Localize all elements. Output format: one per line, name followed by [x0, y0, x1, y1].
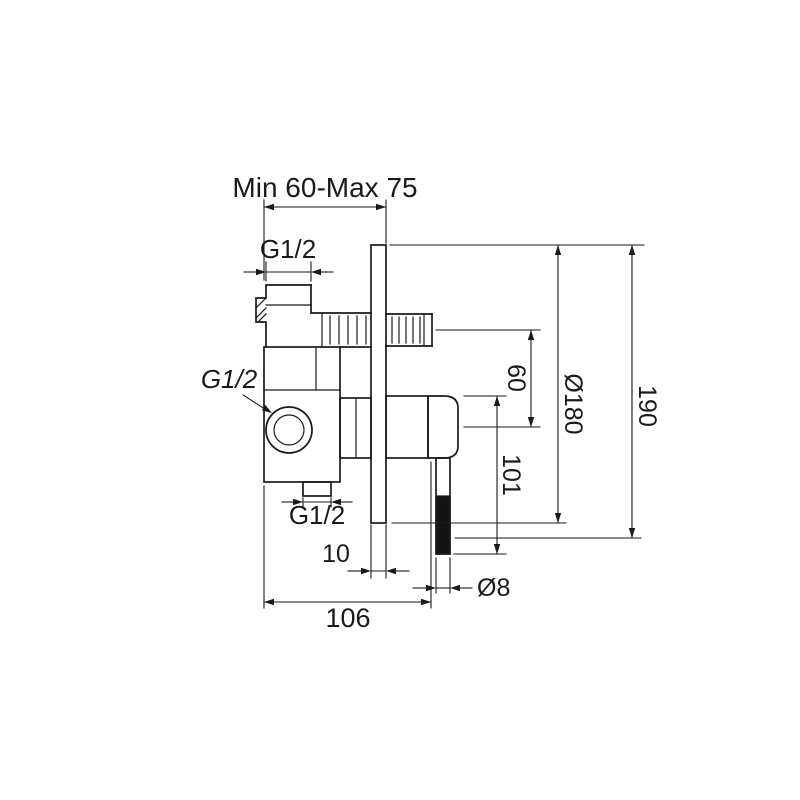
dim-plate-thickness: 10 — [322, 524, 410, 579]
dim-outlet-offset-label: 60 — [502, 364, 530, 392]
dim-outlet-offset: 60 — [435, 329, 541, 428]
fitting-left-profile — [255, 284, 312, 348]
dim-overall-depth-label: 106 — [325, 603, 370, 633]
arrow-icon — [311, 268, 321, 276]
escutcheon — [385, 395, 429, 459]
arrow-icon — [264, 598, 274, 606]
dim-rod-diameter-label: Ø8 — [477, 574, 510, 602]
wall-bracket-hatch — [255, 297, 267, 323]
handle — [385, 395, 459, 459]
thread-bottom-label: G1/2 — [289, 500, 345, 530]
dim-plate-diameter: Ø180 — [389, 244, 645, 524]
diverter-rod — [435, 457, 451, 555]
arrow-icon — [554, 513, 562, 523]
dim-thread-top: G1/2 — [243, 234, 334, 282]
arrow-icon — [554, 245, 562, 255]
dim-overall-height: 190 — [454, 244, 661, 539]
top-outlet-nipple — [385, 313, 433, 347]
arrow-icon — [386, 567, 396, 575]
dim-plate-thickness-label: 10 — [322, 540, 350, 568]
arrow-icon — [376, 203, 386, 211]
side-inlet-outer — [265, 406, 313, 454]
arrow-icon — [256, 268, 266, 276]
top-inlet-fitting — [255, 284, 372, 348]
arrow-icon — [493, 396, 501, 406]
valve-body — [263, 346, 372, 497]
arrow-icon — [421, 598, 431, 606]
dim-thread-bottom: G1/2 — [281, 497, 353, 530]
dim-plate-diameter-label: Ø180 — [559, 373, 587, 434]
rod-black-section — [435, 495, 451, 555]
thread-lines-outlet — [391, 313, 425, 347]
dim-thread-side: G1/2 — [201, 364, 272, 413]
dim-body-height: 101 — [453, 395, 525, 555]
thread-top-label: G1/2 — [260, 234, 316, 264]
thread-lines-inlet — [329, 315, 367, 345]
arrow-icon — [527, 417, 535, 427]
wall-plate — [370, 244, 387, 524]
arrow-icon — [264, 203, 274, 211]
arrow-icon — [527, 330, 535, 340]
fitting-right-profile — [310, 284, 372, 314]
arrow-icon — [361, 567, 371, 575]
dim-rod-diameter: Ø8 — [412, 557, 510, 602]
dim-overall-height-label: 190 — [633, 385, 661, 427]
arrow-icon — [493, 544, 501, 554]
arrow-icon — [628, 245, 636, 255]
dim-body-height-label: 101 — [497, 454, 525, 496]
arrow-icon — [293, 498, 303, 506]
wall-plate-outline — [370, 244, 387, 524]
dim-depth-range-label: Min 60-Max 75 — [232, 172, 417, 203]
side-inlet-inner — [273, 414, 305, 446]
thread-side-label: G1/2 — [201, 364, 258, 394]
arrow-icon — [628, 528, 636, 538]
arrow-icon — [331, 498, 341, 506]
dim-depth-range: Min 60-Max 75 — [232, 172, 418, 281]
arrow-icon — [261, 404, 272, 413]
dim-overall-depth: 106 — [263, 461, 432, 633]
knob — [427, 395, 459, 459]
valve-body-outline — [263, 346, 341, 483]
bottom-outlet-port — [302, 481, 332, 497]
arrow-icon — [450, 584, 460, 592]
